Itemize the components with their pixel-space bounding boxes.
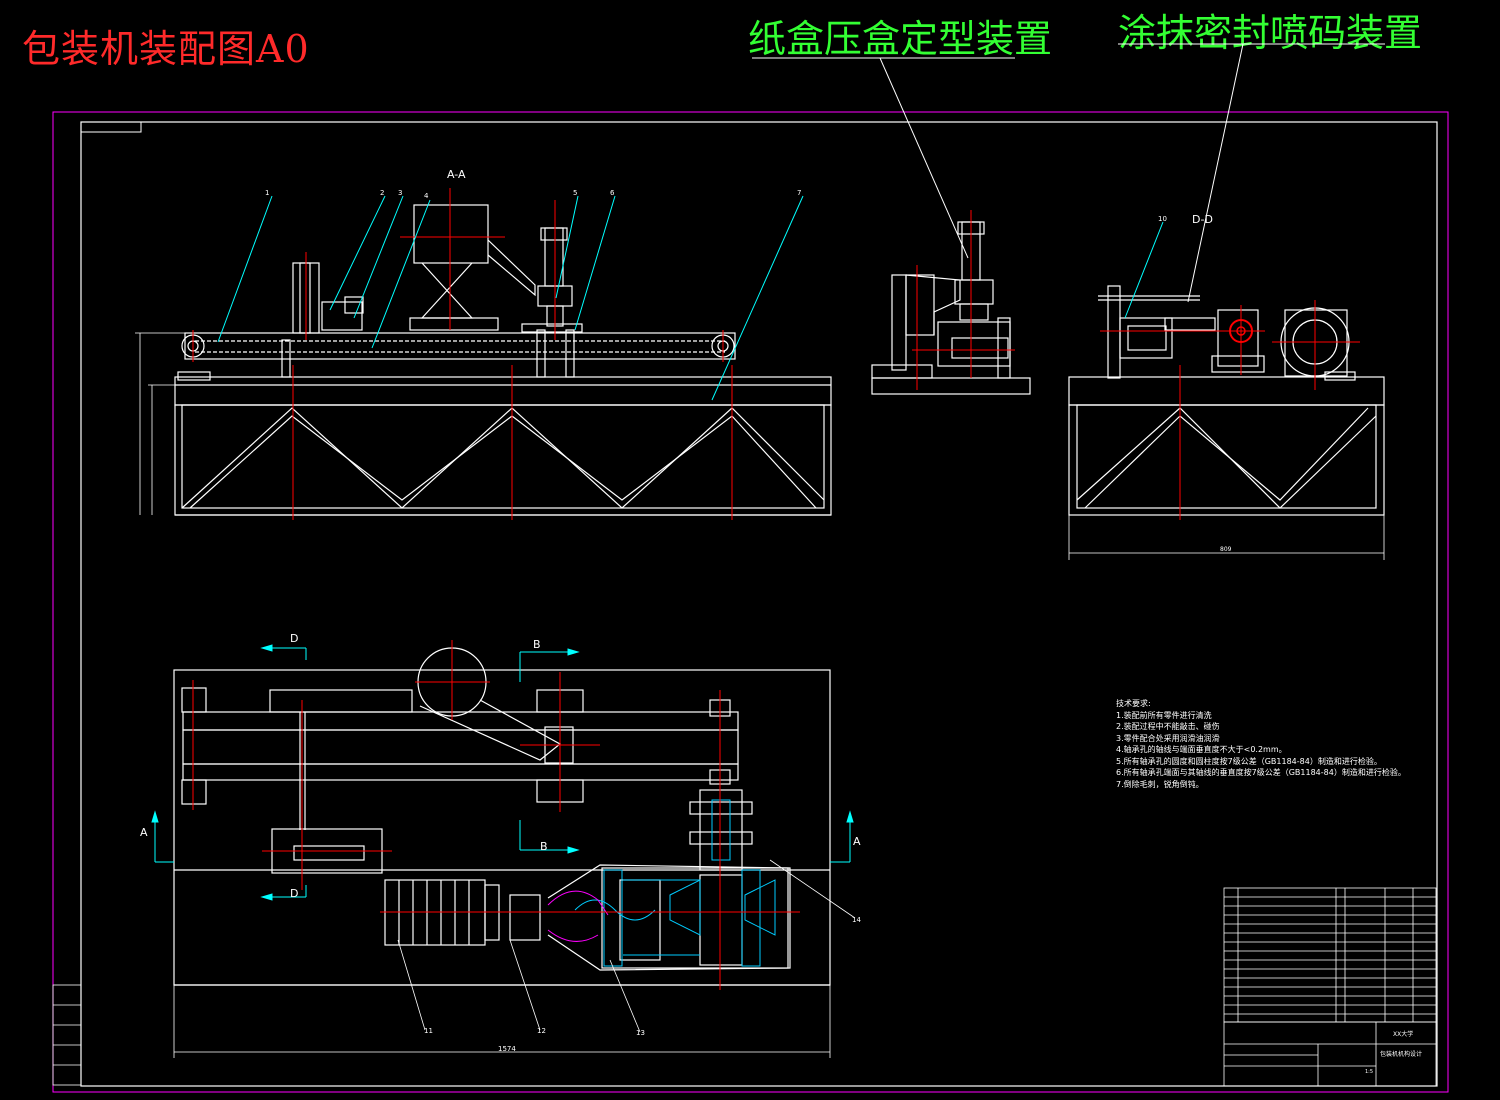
title-block-school: XX大学 (1393, 1030, 1413, 1038)
dimension-width: 809 (1220, 546, 1232, 553)
part-number-12: 12 (537, 1027, 546, 1035)
side-view: D-D (1068, 213, 1385, 516)
section-label-dd: D-D (1192, 213, 1213, 226)
title-block-scale: 1:5 (1365, 1069, 1373, 1075)
tech-req-item: 6.所有轴承孔端面与其轴线的垂直度按7级公差（GB1184-84）制造和进行检验… (1116, 768, 1406, 777)
side-dimension (1068, 515, 1385, 560)
part-number-6: 6 (610, 189, 615, 197)
drawing-title: 包装机装配图A0 (22, 27, 310, 71)
bom-table (1223, 887, 1437, 1087)
tech-req-item: 4.轴承孔的轴线与端面垂直度不大于<0.2mm。 (1116, 745, 1287, 754)
tech-req-heading: 技术要求: (1116, 699, 1151, 708)
section-letter-b-bottom: B (540, 840, 548, 853)
part-number-11: 11 (424, 1027, 433, 1035)
middle-view (871, 221, 1031, 395)
tech-req-item: 2.装配过程中不能敲击、碰伤 (1116, 722, 1220, 731)
front-leaders (217, 195, 804, 401)
part-number-7: 7 (797, 189, 801, 197)
part-number-3: 3 (398, 189, 402, 197)
front-centerlines (192, 188, 733, 520)
tech-req-item: 5.所有轴承孔的圆度和圆柱度按7级公差（GB1184-84）制造和进行检验。 (1116, 756, 1382, 766)
inner-frame (80, 121, 1438, 1087)
part-number-2: 2 (380, 189, 384, 197)
front-part-numbers: 1 2 3 4 5 6 7 (265, 189, 801, 200)
part-number-13: 13 (636, 1029, 645, 1037)
section-label-aa: A-A (447, 168, 466, 181)
gearbox-shaft-magenta (547, 890, 609, 942)
part-number-14: 14 (852, 916, 861, 924)
callout-carton-forming: 纸盒压盒定型装置 (748, 17, 1053, 61)
plan-leaders (397, 859, 856, 1033)
front-dimensions (135, 332, 185, 515)
tech-req-item: 3.零件配合处采用润滑油润滑 (1116, 733, 1220, 743)
dimension-length: 1574 (498, 1045, 516, 1053)
section-letters: D D B B A A (140, 632, 861, 900)
part-number-5: 5 (573, 189, 577, 197)
leader-10 (1124, 221, 1164, 319)
left-strip (52, 984, 82, 1086)
plan-part-numbers: 11 12 13 14 (424, 916, 861, 1037)
tech-req-item: 7.倒除毛刺，锐角倒钝。 (1116, 779, 1204, 789)
tech-req-item: 1.装配前所有零件进行清洗 (1116, 710, 1212, 720)
outer-frame (52, 111, 1449, 1093)
title-block-drawing-name: 包装机机构设计 (1380, 1050, 1422, 1058)
part-number-1: 1 (265, 189, 269, 197)
part-number-4: 4 (424, 192, 429, 200)
section-letter-d-bottom: D (290, 887, 298, 900)
plan-view (173, 647, 831, 986)
side-centerlines (1100, 300, 1360, 520)
plan-centerlines (192, 640, 800, 990)
gearbox-hatch (574, 799, 776, 967)
callout-sealing-coding: 涂抹密封喷码装置 (1118, 11, 1423, 55)
code-box (80, 121, 142, 133)
technical-requirements: 技术要求: 1.装配前所有零件进行清洗 2.装配过程中不能敲击、碰伤 3.零件配合处采… (1116, 698, 1406, 790)
plan-dimension (173, 985, 831, 1058)
section-letter-a-right: A (853, 835, 861, 848)
part-number-10: 10 (1158, 215, 1167, 223)
section-letter-d-top: D (290, 632, 298, 645)
middle-centerlines (912, 210, 1015, 390)
callout-leaders (752, 43, 1385, 303)
front-view: A-A (174, 168, 832, 516)
section-letter-a-left: A (140, 826, 148, 839)
section-arrows (151, 644, 854, 901)
section-letter-b-top: B (533, 638, 541, 651)
